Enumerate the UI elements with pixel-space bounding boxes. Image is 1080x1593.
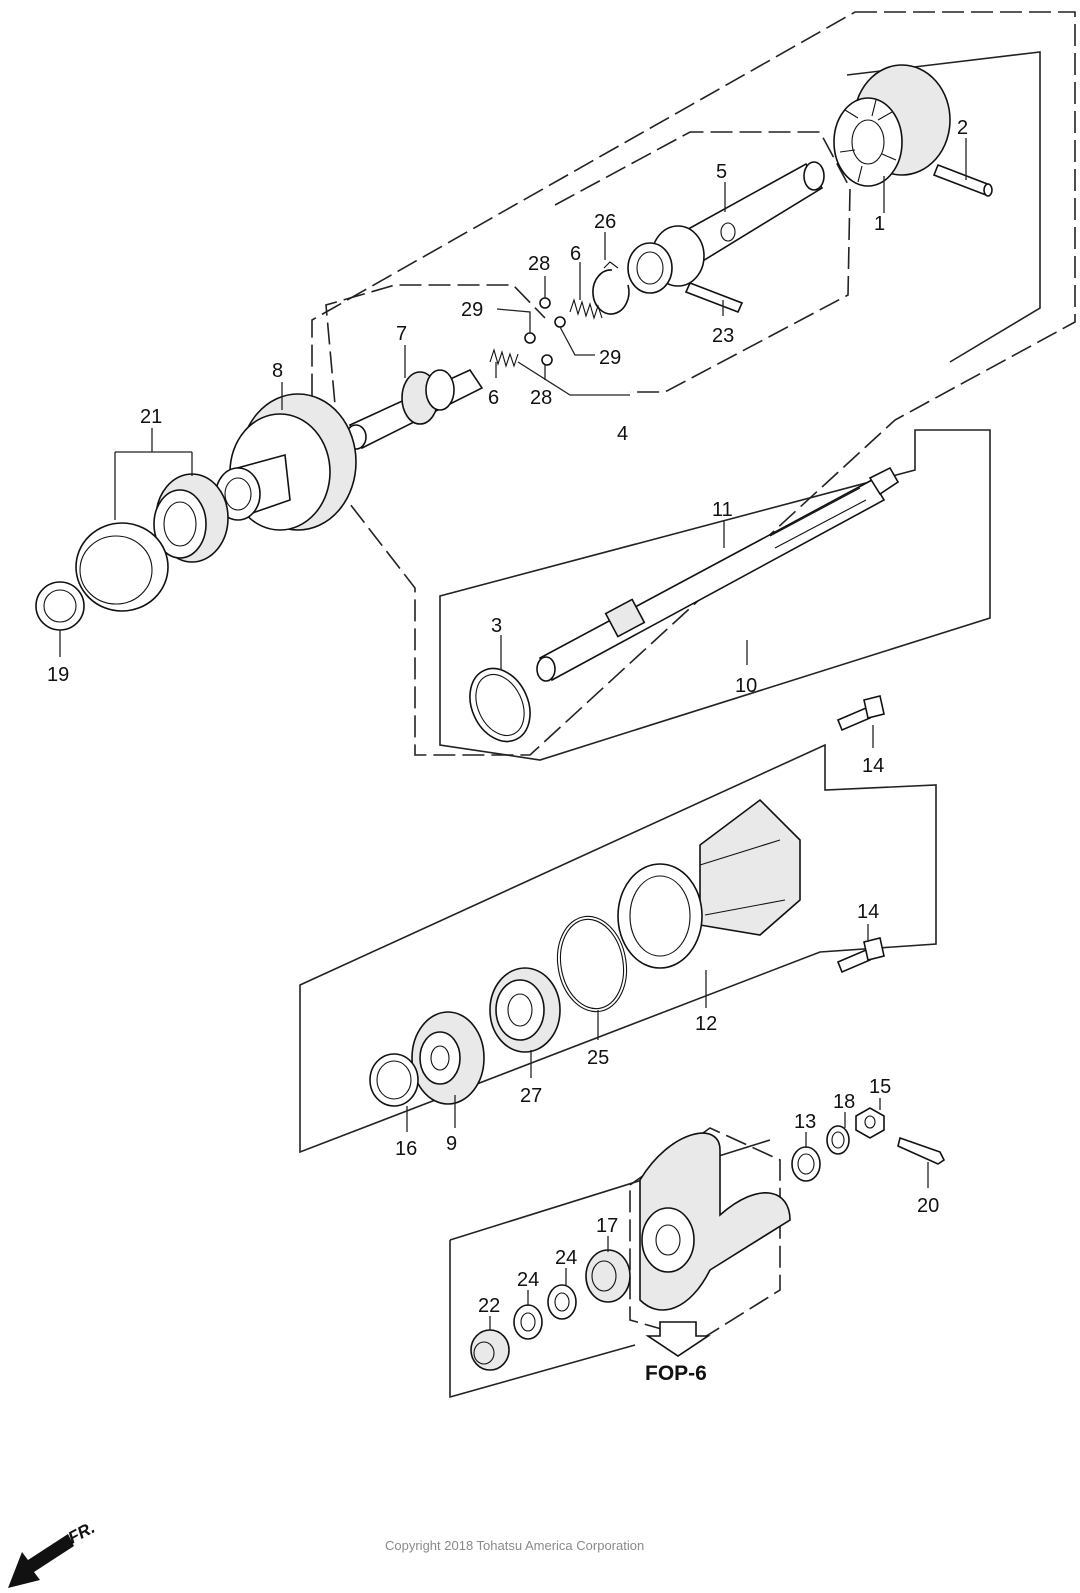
- part-17-thrust-holder: [585, 1249, 631, 1303]
- part-19-shim: [35, 581, 85, 631]
- part-22-bushing: [470, 1329, 510, 1371]
- callout-22: 22: [478, 1295, 500, 1317]
- part-25-o-ring: [556, 915, 628, 1013]
- callout-24-left: 24: [517, 1269, 539, 1291]
- callout-28-upper: 28: [528, 253, 550, 275]
- part-6-spring-lower: [489, 348, 519, 368]
- part-29-ball-a: [524, 332, 536, 344]
- shaft-assembly-outline: [439, 429, 991, 761]
- callout-11: 11: [712, 499, 733, 521]
- part-26-spring-clip: [592, 261, 630, 315]
- down-arrow-icon: [645, 1321, 711, 1357]
- callout-5: 5: [716, 161, 727, 183]
- callout-3: 3: [491, 615, 502, 637]
- part-29-ball-b: [554, 316, 566, 328]
- part-16-washer: [369, 1053, 419, 1107]
- callout-4: 4: [617, 423, 628, 445]
- callout-14-lower: 14: [857, 901, 879, 923]
- part-14-bolt-lower: [836, 937, 885, 974]
- part-18-washer: [826, 1125, 850, 1155]
- callout-19: 19: [47, 664, 69, 686]
- plunger-assembly-outline: [554, 131, 851, 393]
- callout-26: 26: [594, 211, 616, 233]
- part-24-washer-a: [513, 1304, 543, 1340]
- part-propeller: [639, 1132, 791, 1311]
- part-14-bolt-upper: [836, 695, 885, 732]
- callout-6-upper: 6: [570, 243, 581, 265]
- part-9-reverse-gear: [411, 1011, 485, 1105]
- callout-9: 9: [446, 1133, 457, 1155]
- callout-28-lower: 28: [530, 387, 552, 409]
- callout-25: 25: [587, 1047, 609, 1069]
- cam-assembly-outline: [325, 284, 546, 461]
- callout-14-upper: 14: [862, 755, 884, 777]
- callout-10: 10: [735, 675, 757, 697]
- part-11-propeller-shaft: [536, 466, 900, 682]
- callout-8: 8: [272, 360, 283, 382]
- front-direction-indicator: FR.: [8, 1518, 98, 1588]
- callout-12: 12: [695, 1013, 717, 1035]
- part-1-clutch-dog: [833, 64, 951, 187]
- part-15-nut: [855, 1107, 885, 1139]
- callout-17: 17: [596, 1215, 618, 1237]
- part-21-bearing-race: [75, 522, 169, 612]
- part-12-propeller-shaft-housing: [617, 798, 801, 969]
- fop-6-reference[interactable]: FOP-6: [645, 1321, 711, 1385]
- copyright-notice: Copyright 2018 Tohatsu America Corporati…: [385, 1538, 644, 1553]
- part-21-bearing-roller: [153, 473, 229, 563]
- callout-29-left: 29: [461, 299, 483, 321]
- callout-20: 20: [917, 1195, 939, 1217]
- part-2-pin: [932, 163, 993, 197]
- part-7-cam: [345, 368, 484, 450]
- leader-lines: [59, 138, 967, 1330]
- callout-27: 27: [520, 1085, 542, 1107]
- part-6-spring-upper: [569, 298, 603, 320]
- part-8-forward-gear: [215, 393, 357, 531]
- callout-29-right: 29: [599, 347, 621, 369]
- callout-16: 16: [395, 1138, 417, 1160]
- propeller-outline: [629, 1127, 781, 1341]
- callout-2: 2: [957, 117, 968, 139]
- callout-labels: 1 2 3 4 5 6 6 7 8 9 10 11 12 13 14 14 15…: [47, 117, 968, 1317]
- callout-13: 13: [794, 1111, 816, 1133]
- callout-24-right: 24: [555, 1247, 577, 1269]
- part-23-pin: [684, 281, 744, 314]
- part-28-ball-lower: [541, 354, 553, 366]
- callout-6-lower: 6: [488, 387, 499, 409]
- callout-7: 7: [396, 323, 407, 345]
- part-27-ball-bearing: [489, 967, 561, 1053]
- clutch-assembly-outline: [846, 51, 1041, 363]
- part-5-plunger: [627, 161, 825, 294]
- part-28-ball-upper: [539, 297, 551, 309]
- fop-6-label: FOP-6: [645, 1362, 707, 1385]
- callout-1: 1: [874, 213, 885, 235]
- callout-15: 15: [869, 1076, 891, 1098]
- part-24-washer-b: [547, 1284, 577, 1320]
- callout-21: 21: [140, 406, 162, 428]
- callout-23: 23: [712, 325, 734, 347]
- front-arrow-icon: [8, 1534, 74, 1588]
- callout-18: 18: [833, 1091, 855, 1113]
- propeller-shaft-housing-outline: [299, 743, 937, 1154]
- part-3-spring: [469, 667, 531, 743]
- upper-assembly-outline: [311, 11, 1076, 756]
- part-13-spacer: [791, 1146, 821, 1182]
- part-20-cotter-pin: [897, 1136, 946, 1165]
